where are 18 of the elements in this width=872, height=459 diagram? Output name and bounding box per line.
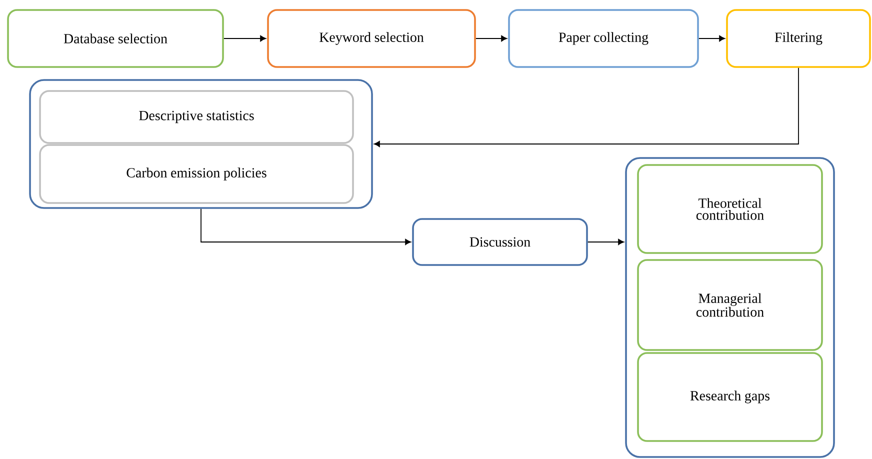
item-box: Theoretical contribution bbox=[637, 164, 823, 254]
arrow bbox=[475, 35, 508, 42]
item-box: Research gaps bbox=[637, 352, 823, 442]
step-box: Keyword selection bbox=[267, 9, 476, 68]
item-box: Carbon emission policies bbox=[39, 144, 354, 204]
item-box: Managerial contribution bbox=[637, 259, 823, 351]
step-box: Database selection bbox=[7, 9, 224, 68]
arrow bbox=[374, 67, 799, 148]
step-box: Discussion bbox=[412, 218, 588, 266]
step-box: Filtering bbox=[726, 9, 871, 68]
arrow bbox=[587, 238, 624, 246]
item-box: Descriptive statistics bbox=[39, 90, 354, 144]
arrow bbox=[698, 35, 726, 42]
step-box: Paper collecting bbox=[508, 9, 699, 68]
group-box bbox=[29, 79, 373, 209]
group-box bbox=[625, 157, 835, 458]
arrow bbox=[223, 35, 266, 42]
arrow bbox=[200, 208, 412, 246]
